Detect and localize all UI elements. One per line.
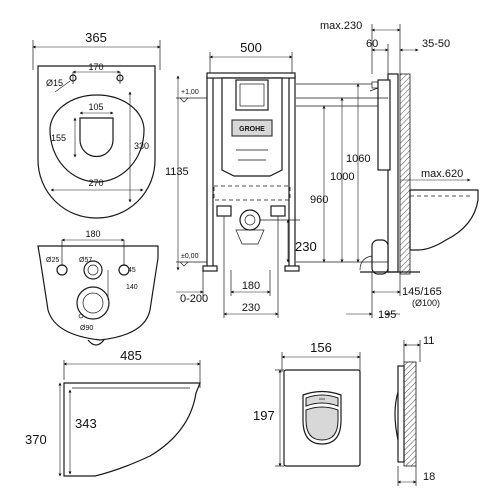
rear-hole-left xyxy=(56,264,68,276)
dim-text-18: 18 xyxy=(423,471,435,483)
dim-text-35-50: 35-50 xyxy=(422,38,450,50)
dim-text-max620: max.620 xyxy=(421,168,463,180)
frame-crossbar xyxy=(213,185,291,201)
rear-small-hole xyxy=(78,313,84,319)
dim-text-11: 11 xyxy=(423,335,434,347)
plate-side-profile xyxy=(397,365,405,463)
dim-text-max230: max.230 xyxy=(320,20,362,32)
brand-logo: GROHE xyxy=(239,126,265,133)
wall-section xyxy=(399,73,411,275)
rear-outline xyxy=(37,245,159,341)
dim-text-d100: (Ø100) xyxy=(412,298,440,308)
flush-button-large xyxy=(305,406,339,441)
bowl-inner xyxy=(49,94,145,183)
flush-plate-side: 11 18 xyxy=(394,335,435,486)
level-top-text: +1,00 xyxy=(181,89,199,96)
dim-text-d15: Ø15 xyxy=(46,78,63,88)
dim-text-270: 270 xyxy=(88,178,103,188)
dim-text-d90: Ø90 xyxy=(80,325,93,332)
dim-text-230-frame: 230 xyxy=(242,302,260,314)
dim-text-45: 45 xyxy=(128,267,136,274)
leader-d15 xyxy=(54,80,71,93)
dim-text-180-frame: 180 xyxy=(242,280,260,292)
dim-text-195: 195 xyxy=(378,309,396,321)
bowl-outline xyxy=(37,65,156,219)
flush-button-small xyxy=(305,394,339,407)
outlet-bend xyxy=(235,229,265,245)
dim-text-230-height: 230 xyxy=(295,239,317,254)
outlet-bend-side xyxy=(359,255,373,271)
cistern-valve xyxy=(369,81,379,92)
rear-outlet-inner xyxy=(82,292,104,314)
dim-text-1135: 1135 xyxy=(165,166,189,178)
brand-plate xyxy=(231,119,273,137)
dim-text-330: 330 xyxy=(134,141,149,151)
plate-button-profile xyxy=(394,391,399,441)
dim-text-197: 197 xyxy=(253,408,275,423)
cistern-inner-frame xyxy=(239,83,265,107)
level-floor-text: ±0,00 xyxy=(181,253,199,260)
outlet-pipe-front xyxy=(239,209,261,231)
dim-text-1060: 1060 xyxy=(346,153,370,165)
bolt-bracket-right xyxy=(270,205,286,217)
dim-text-170: 170 xyxy=(88,62,103,72)
dim-text-365: 365 xyxy=(85,30,107,45)
dim-text-156: 156 xyxy=(310,340,332,355)
dim-text-155: 155 xyxy=(51,133,66,143)
dim-text-d57: Ø57 xyxy=(79,257,92,264)
top-view: 365 170 Ø15 105 155 330 270 xyxy=(32,30,161,219)
rear-outlet-spout xyxy=(87,339,105,346)
flush-button-outline xyxy=(302,390,342,445)
cistern-flush-opening xyxy=(235,79,269,111)
dim-text-500: 500 xyxy=(240,40,262,55)
dim-text-0-200: 0-200 xyxy=(180,293,208,305)
dim-text-960: 960 xyxy=(310,194,328,206)
dim-text-370: 370 xyxy=(25,432,47,447)
rear-hole-right xyxy=(118,264,130,276)
dim-text-d25: Ø25 xyxy=(46,257,59,264)
frame-upright-left xyxy=(206,75,214,271)
frame-foot-left xyxy=(202,265,218,272)
frame-top-bar xyxy=(206,72,296,79)
cistern-side xyxy=(377,79,391,171)
level-top-marker xyxy=(179,97,189,103)
dim-text-145-165: 145/165 xyxy=(402,286,442,298)
outlet-pipe-inner xyxy=(244,214,256,226)
bowl-side-view: 485 370 343 xyxy=(25,348,201,477)
level-floor-marker xyxy=(179,261,189,267)
frame-side-view: max.230 60 35-50 max.620 1060 1000 xyxy=(296,20,479,321)
bowl-side-outline xyxy=(63,382,201,477)
rear-inlet xyxy=(83,260,103,280)
dim-text-1000: 1000 xyxy=(330,171,354,183)
frame-front-view: 500 GROHE +1,00 ±0,00 xyxy=(165,40,317,318)
dim-text-180-rear: 180 xyxy=(85,229,100,239)
plate-wall-section xyxy=(403,361,417,467)
outlet-pipe-side xyxy=(371,239,389,275)
rear-inlet-inner xyxy=(87,264,99,276)
seat-opening xyxy=(79,117,114,158)
bolt-bracket-left xyxy=(216,205,232,217)
flush-plate-front: 156 197 xyxy=(253,340,361,467)
frame-foot-right xyxy=(284,265,300,272)
dim-text-140: 140 xyxy=(126,284,138,291)
rear-view: 180 Ø25 Ø57 45 140 Ø90 xyxy=(37,229,159,346)
mounted-bowl-side xyxy=(409,189,479,251)
dim-text-343: 343 xyxy=(75,416,97,431)
rear-outlet xyxy=(76,286,110,320)
cistern-ribs xyxy=(236,149,268,161)
dim-text-485: 485 xyxy=(120,348,142,363)
dim-text-105: 105 xyxy=(88,102,103,112)
